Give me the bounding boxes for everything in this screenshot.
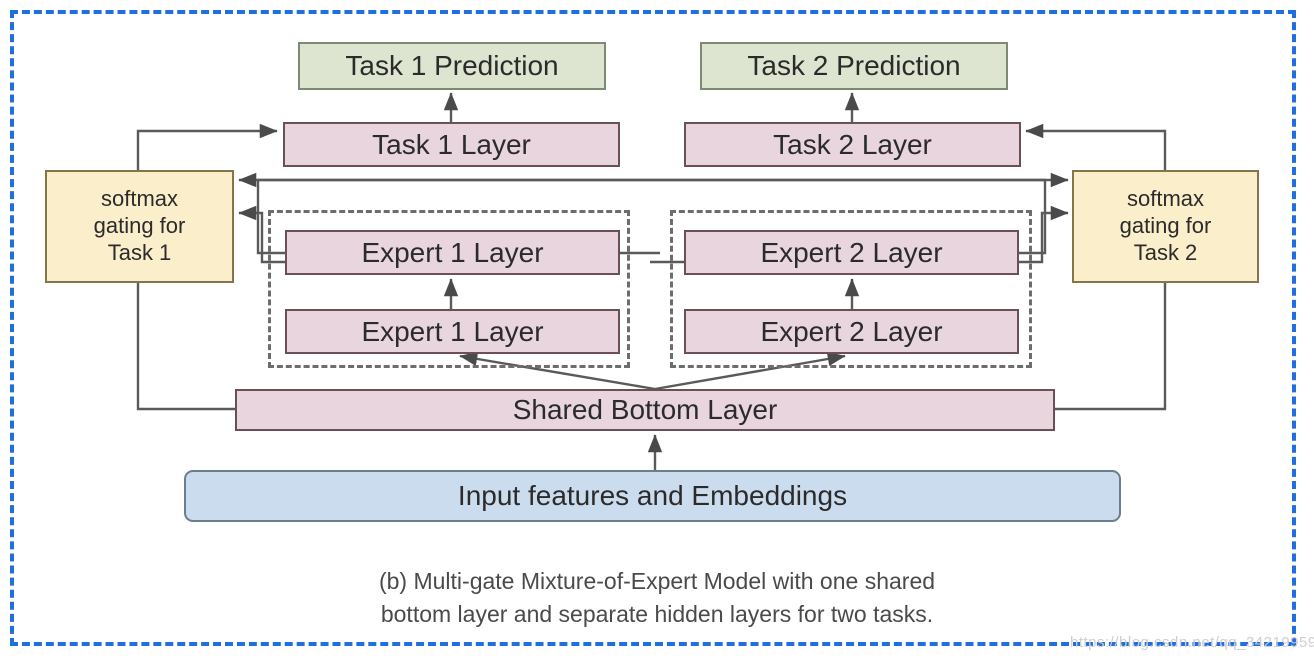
- expert-group-task1: [268, 210, 630, 368]
- input-features-box[interactable]: Input features and Embeddings: [184, 470, 1121, 522]
- gate-task2-line3: Task 2: [1133, 239, 1198, 265]
- gate-task1-line1: softmax: [100, 186, 179, 212]
- caption-line-1: (b) Multi-gate Mixture-of-Expert Model w…: [378, 568, 936, 594]
- expert1-top-box[interactable]: Expert 1 Layer: [285, 230, 620, 275]
- gate-task2-line1: softmax: [1126, 186, 1205, 212]
- task2-prediction-box[interactable]: Task 2 Prediction: [700, 42, 1008, 90]
- gate-task2-box[interactable]: softmax gating for Task 2: [1072, 170, 1259, 283]
- gate-task1-box[interactable]: softmax gating for Task 1: [45, 170, 234, 283]
- shared-bottom-layer-box[interactable]: Shared Bottom Layer: [235, 389, 1055, 431]
- task1-prediction-box[interactable]: Task 1 Prediction: [298, 42, 606, 90]
- task2-layer-box[interactable]: Task 2 Layer: [684, 122, 1021, 167]
- task1-layer-box[interactable]: Task 1 Layer: [283, 122, 620, 167]
- gate-task1-line2: gating for: [93, 213, 186, 239]
- figure-caption: (b) Multi-gate Mixture-of-Expert Model w…: [307, 565, 1007, 632]
- watermark-text: https://blog.csdn.net/qq_34219959: [1070, 634, 1314, 651]
- gate-task1-line3: Task 1: [107, 239, 172, 265]
- expert2-bottom-box[interactable]: Expert 2 Layer: [684, 309, 1019, 354]
- expert2-top-box[interactable]: Expert 2 Layer: [684, 230, 1019, 275]
- gate-task2-line2: gating for: [1119, 213, 1212, 239]
- expert-group-task2: [670, 210, 1032, 368]
- caption-line-2: bottom layer and separate hidden layers …: [380, 601, 934, 628]
- expert1-bottom-box[interactable]: Expert 1 Layer: [285, 309, 620, 354]
- figure-border: [10, 10, 1296, 646]
